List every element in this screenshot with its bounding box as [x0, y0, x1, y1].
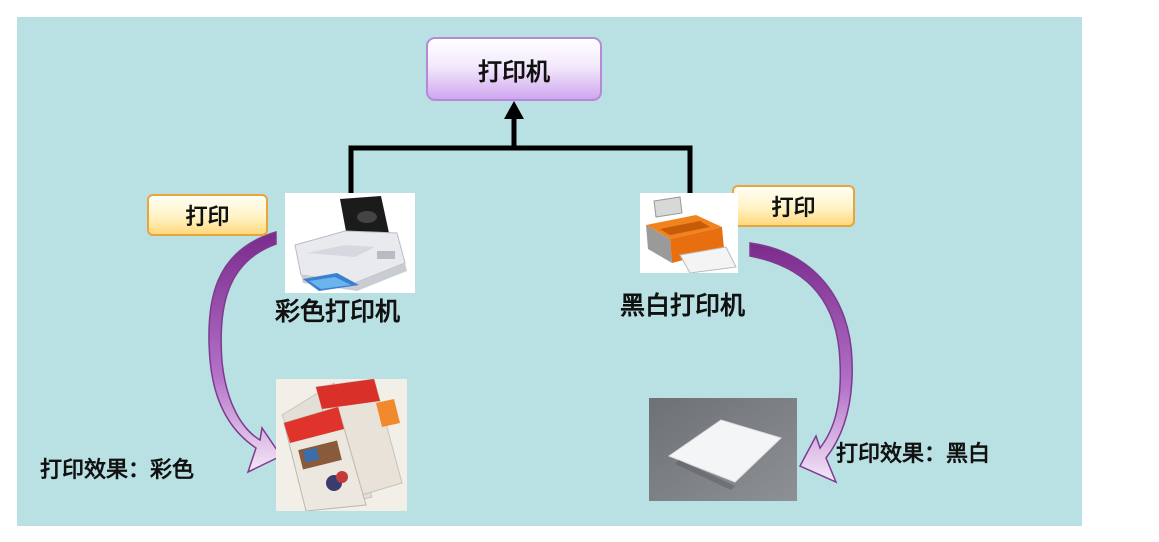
color-printer-image — [285, 193, 415, 293]
print-tag-bw: 打印 — [732, 185, 855, 227]
diagram-background — [17, 17, 1082, 526]
result-bw-label: 打印效果：黑白 — [836, 442, 991, 467]
print-tag-label: 打印 — [771, 196, 816, 221]
bw-paper-image — [649, 398, 797, 501]
curved-arrow-left-icon — [208, 230, 283, 474]
up-arrow-head-icon — [504, 101, 524, 119]
print-tag-color: 打印 — [147, 194, 268, 236]
bw-printer-label: 黑白打印机 — [620, 291, 746, 320]
tree-connector — [348, 118, 693, 194]
result-color-label: 打印效果：彩色 — [40, 458, 195, 483]
color-brochures-image — [276, 379, 407, 511]
curved-arrow-right-icon — [749, 242, 853, 484]
root-node-printer: 打印机 — [426, 37, 602, 101]
bw-printer-image — [640, 193, 738, 273]
print-tag-label: 打印 — [185, 205, 230, 230]
root-node-label: 打印机 — [478, 57, 550, 86]
color-printer-label: 彩色打印机 — [275, 297, 401, 326]
